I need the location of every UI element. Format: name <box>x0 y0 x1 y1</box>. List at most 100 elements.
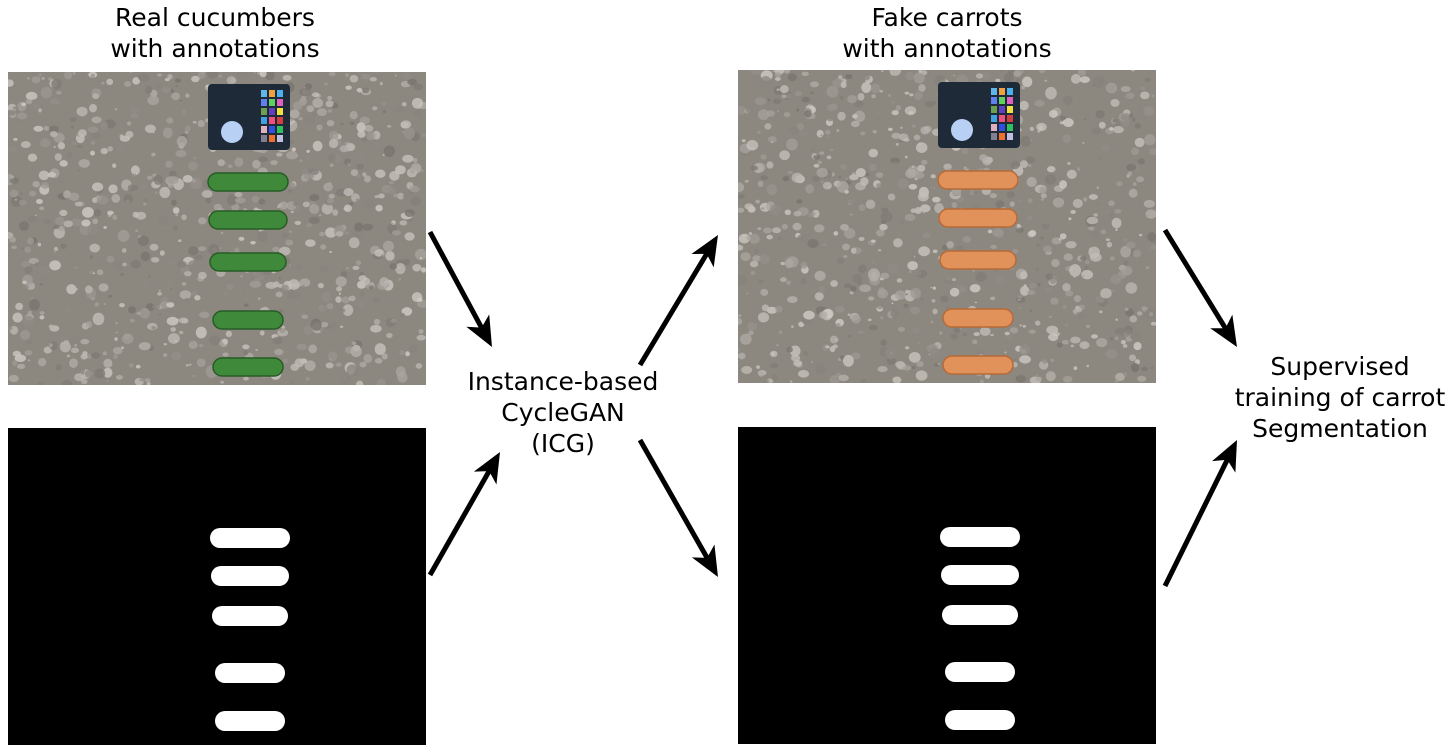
pebble <box>1076 307 1082 313</box>
color-patch <box>261 117 267 124</box>
pebble <box>157 292 162 296</box>
pebble <box>1147 232 1156 242</box>
pebble <box>858 236 865 242</box>
pebble <box>22 274 33 286</box>
pebble <box>995 269 998 272</box>
pebble <box>1129 354 1137 362</box>
pebble <box>103 367 113 378</box>
pebble <box>1093 75 1105 88</box>
pebble <box>376 378 386 385</box>
pebble <box>822 181 832 190</box>
pebble <box>740 333 752 345</box>
pebble <box>295 263 303 271</box>
pebble <box>53 251 57 254</box>
pebble <box>335 362 342 367</box>
pebble <box>288 279 300 290</box>
pebble <box>801 71 809 77</box>
pebble <box>298 117 303 121</box>
pebble <box>178 330 184 335</box>
pebble <box>159 301 169 309</box>
pebble <box>972 269 975 272</box>
pebble <box>744 179 749 183</box>
pebble <box>1112 126 1124 134</box>
pebble <box>176 135 188 148</box>
pebble <box>74 201 83 207</box>
pebble <box>356 122 366 132</box>
pebble <box>951 202 958 208</box>
arrow-shaft <box>637 252 709 367</box>
pebble <box>908 111 914 115</box>
pebble <box>55 216 65 226</box>
pebble <box>1150 366 1154 369</box>
pebble <box>394 105 406 113</box>
pebble <box>187 260 199 270</box>
pebble <box>340 122 344 126</box>
pebble <box>1079 76 1090 83</box>
pebble <box>209 335 221 346</box>
pebble <box>325 362 334 369</box>
pebble <box>759 254 770 264</box>
pebble <box>129 106 141 114</box>
pebble <box>750 270 756 276</box>
carrot <box>937 170 1019 190</box>
pebble <box>185 93 190 98</box>
pebble <box>1126 163 1137 171</box>
pebble <box>738 207 745 213</box>
pebble <box>979 326 991 336</box>
pebble <box>38 170 50 181</box>
pebble <box>1062 375 1073 383</box>
pebble <box>335 231 344 237</box>
pebble <box>335 276 347 287</box>
pebble <box>339 308 346 313</box>
pebble <box>121 248 127 253</box>
pebble <box>757 227 762 231</box>
pebble <box>1021 85 1025 90</box>
pebble <box>379 277 389 287</box>
pebble <box>1059 233 1067 240</box>
label-line: with annotations <box>842 34 1052 63</box>
pebble <box>772 70 775 73</box>
pebble <box>257 230 268 243</box>
pebble <box>328 72 336 77</box>
pebble <box>113 260 125 271</box>
pebble <box>60 243 67 250</box>
pebble <box>837 111 846 121</box>
pebble <box>296 343 308 351</box>
pebble <box>1081 275 1085 278</box>
pebble <box>151 152 156 157</box>
pebble <box>312 140 323 152</box>
pebble <box>61 379 73 385</box>
pebble <box>412 263 422 272</box>
pebble <box>973 191 978 195</box>
pebble <box>114 337 118 341</box>
pebble <box>1145 243 1154 252</box>
pebble <box>403 127 416 140</box>
pebble <box>1088 226 1095 231</box>
pebble <box>956 162 960 165</box>
pebble <box>128 363 134 368</box>
pebble <box>872 130 877 134</box>
pebble <box>1015 227 1025 233</box>
pebble <box>888 127 893 131</box>
pebble <box>783 111 791 118</box>
pebble <box>98 283 109 292</box>
pebble <box>887 263 899 274</box>
color-patch <box>277 99 283 106</box>
pebble <box>826 155 832 160</box>
pebble <box>116 374 123 380</box>
arrow-shaft <box>637 438 710 560</box>
color-patch <box>277 126 283 133</box>
pebble <box>1010 161 1020 170</box>
pebble <box>1080 255 1087 261</box>
pebble <box>803 310 815 320</box>
pebble <box>757 180 764 187</box>
pebble <box>14 198 17 201</box>
pebble <box>259 330 265 336</box>
pebble <box>164 77 170 82</box>
pebble <box>747 322 758 331</box>
pebble <box>875 172 884 178</box>
real-cucumber-photo <box>8 72 426 385</box>
pebble <box>222 352 229 357</box>
pebble <box>920 126 930 135</box>
pebble <box>1089 253 1102 262</box>
